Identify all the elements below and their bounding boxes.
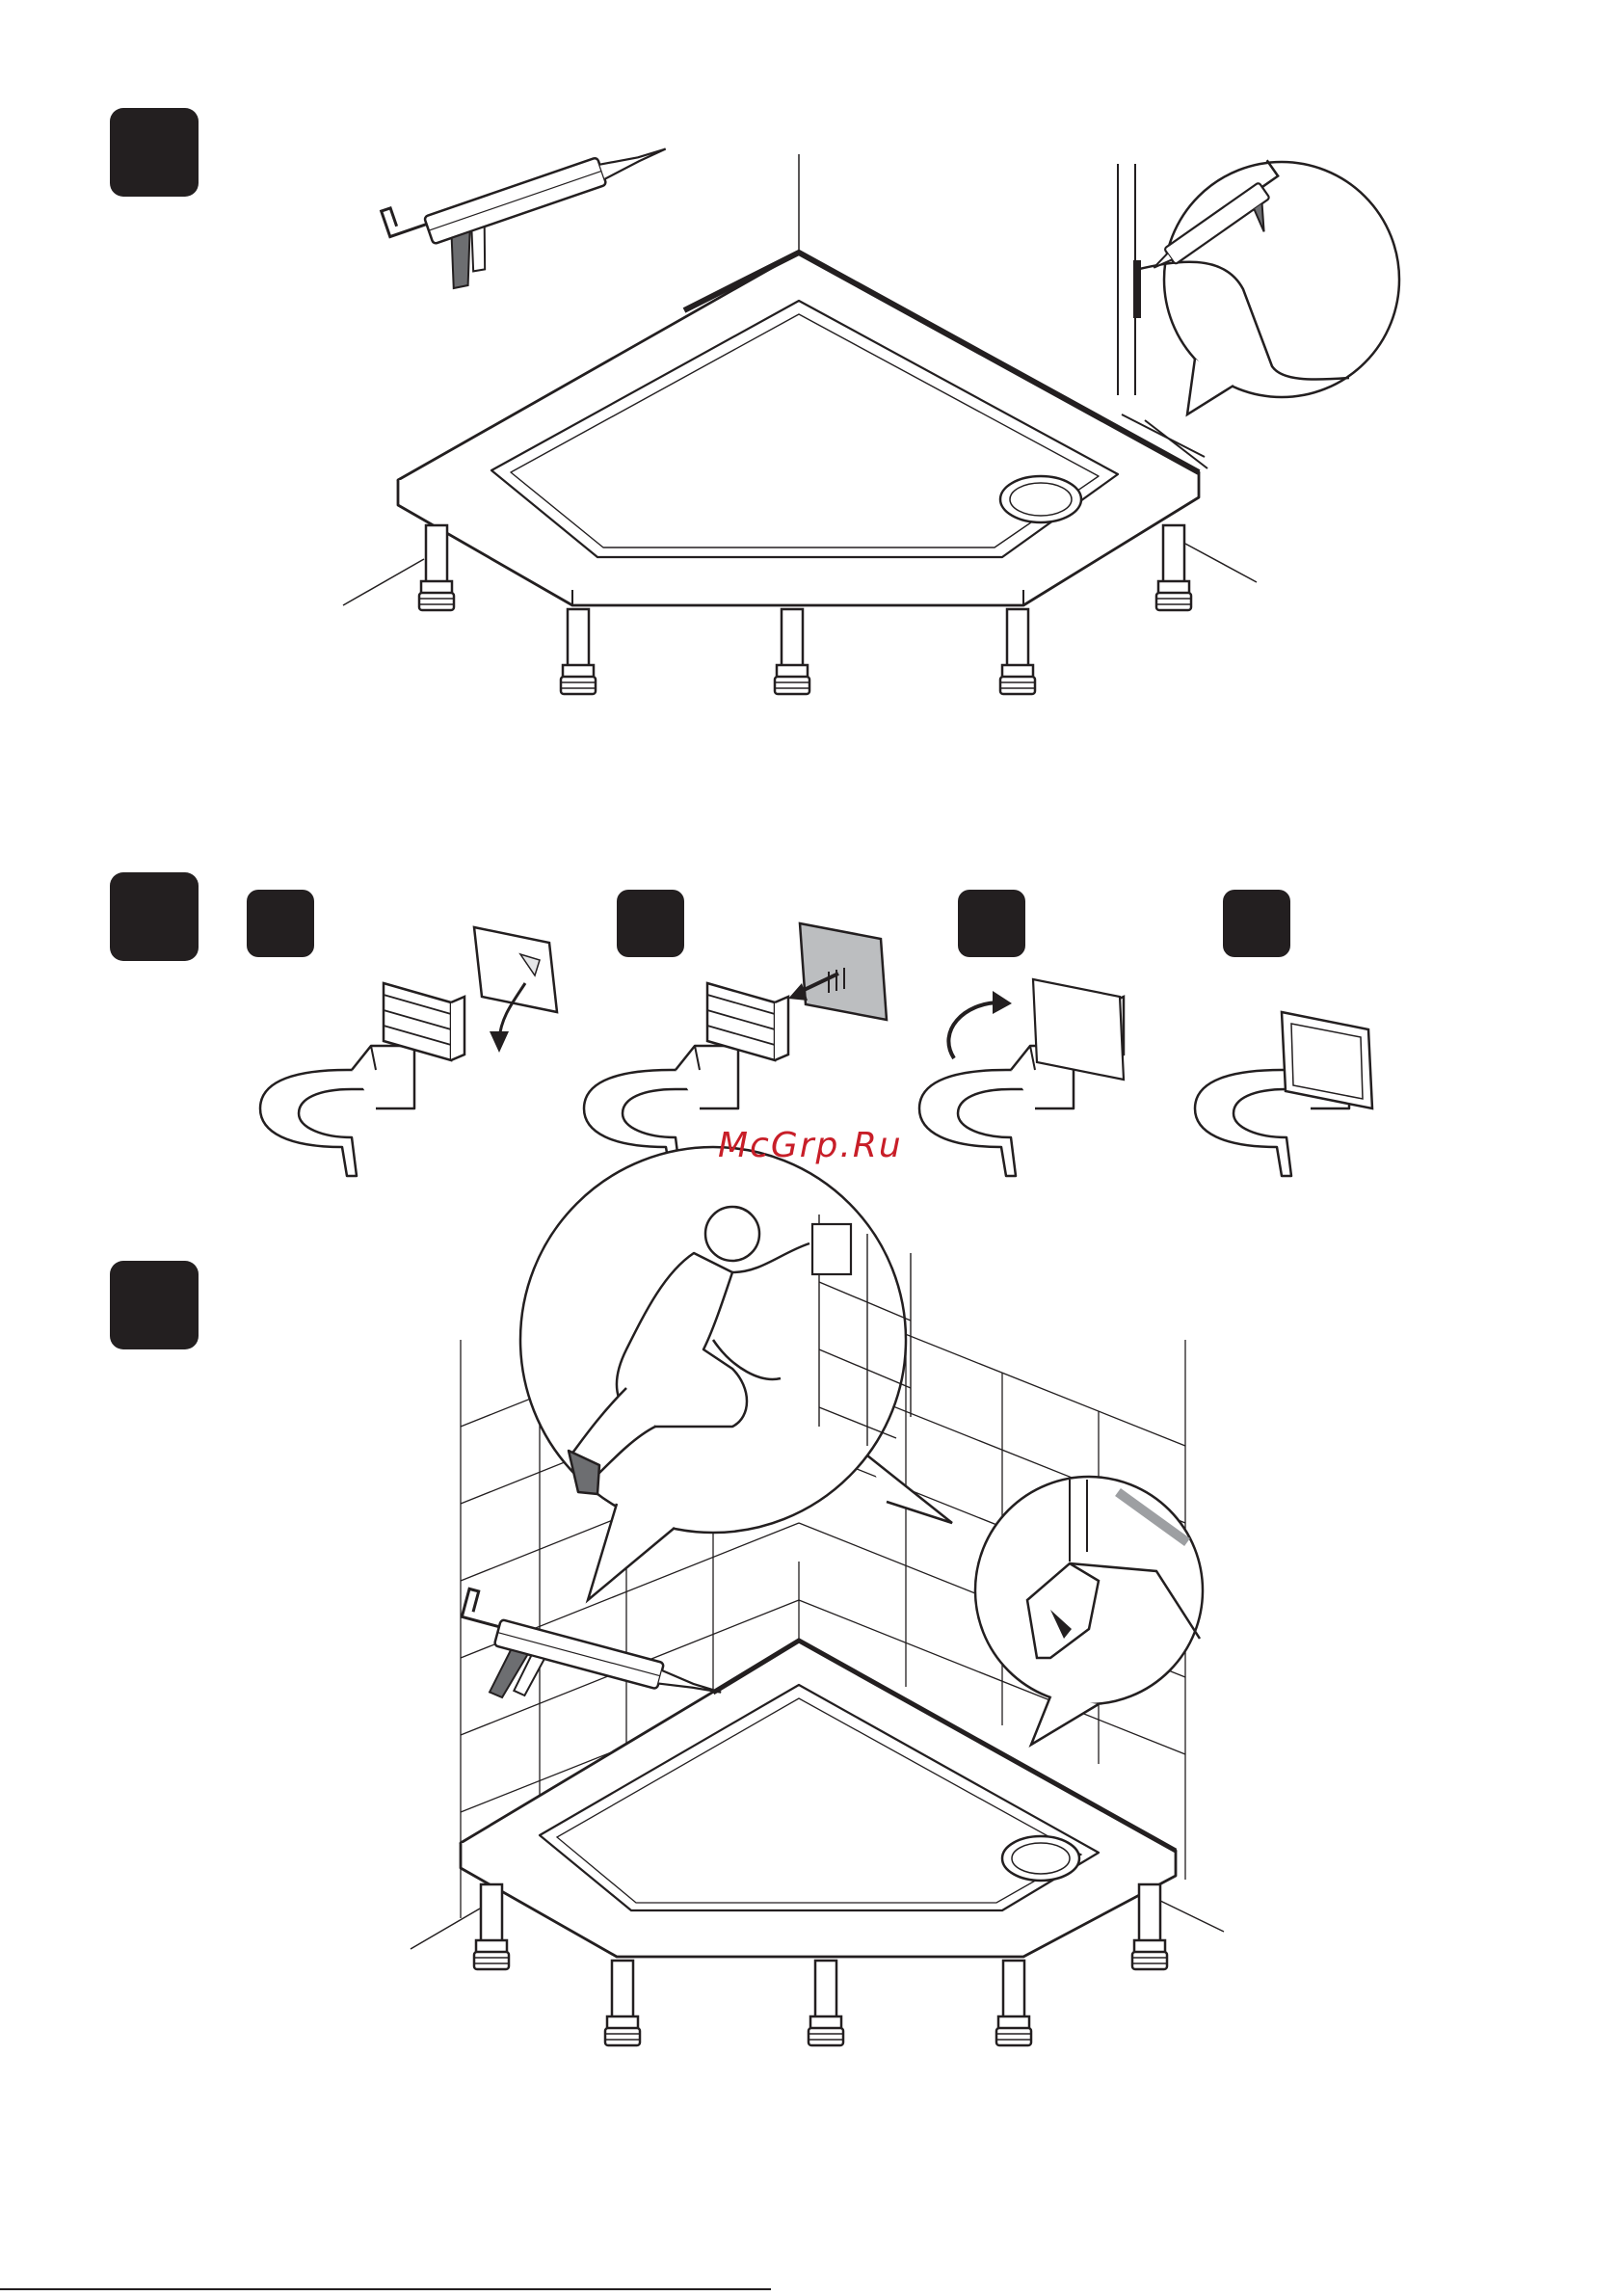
footer-rule (0, 2288, 771, 2290)
step-1-illustration (343, 117, 1399, 694)
substep-d-art (1195, 1012, 1372, 1176)
watermark-text: McGrp.Ru (718, 1126, 903, 1165)
step-3-detail (975, 1477, 1203, 1745)
substep-c-art (919, 979, 1124, 1176)
substep-a-art (260, 927, 557, 1176)
